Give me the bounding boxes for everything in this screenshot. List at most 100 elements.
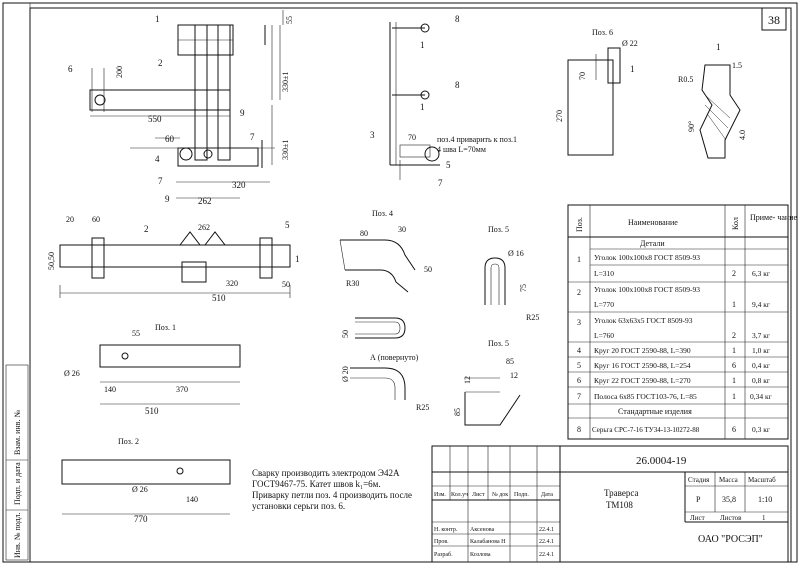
dim-510a: 510 — [212, 293, 226, 303]
dim-75: 75 — [519, 284, 528, 292]
spec-row1-len: L=310 — [594, 269, 614, 278]
chg-head-2: Кол.уч — [451, 492, 468, 498]
title-block — [431, 445, 789, 563]
spec-row4-pos: 4 — [577, 346, 581, 355]
dim-r25a: R25 — [416, 403, 429, 412]
side-view — [389, 22, 440, 180]
dim-d16: Ø 16 — [508, 249, 524, 258]
dim-12b: 12 — [510, 371, 518, 380]
spec-row5-note: 0,4 кг — [752, 361, 770, 370]
chg-head-3: Лист — [472, 492, 485, 498]
dim-70: 70 — [408, 133, 416, 142]
dim-1-5: 1.5 — [732, 61, 742, 70]
sheet-label: Лист — [690, 514, 705, 522]
sig-date-3: 22.4.1 — [539, 552, 554, 558]
dim-80: 80 — [360, 229, 368, 238]
sig-name-1: Аксенова — [470, 527, 494, 533]
spec-row8-qty: 6 — [732, 425, 736, 434]
value-scale: 1:10 — [758, 495, 772, 504]
callout-7c: 7 — [438, 178, 443, 188]
spec-head-qty: Кол — [731, 217, 740, 230]
spec-row7-pos: 7 — [577, 392, 581, 401]
note-line-1: Сварку производить электродом Э42А — [252, 468, 400, 478]
ubolt-view — [355, 317, 406, 339]
dim-d20: Ø 20 — [341, 366, 350, 382]
callout-4a: 4 — [155, 154, 160, 164]
plate-view — [567, 59, 614, 156]
dim-60b: 60 — [92, 215, 100, 224]
dim-370: 370 — [176, 385, 188, 394]
weld-note-1: поз.4 приварить к поз.1 — [437, 135, 517, 144]
dim-262a: 262 — [198, 196, 212, 206]
dim-70b: 70 — [578, 72, 587, 80]
spec-row1-qty: 2 — [732, 269, 736, 278]
dim-20: 20 — [66, 215, 74, 224]
chg-head-5: Подп. — [514, 492, 529, 498]
side-stamp-label-3: Инв. № подл. — [13, 512, 22, 558]
dim-330a: 330±1 — [281, 72, 290, 92]
spec-row8-note: 0,3 кг — [752, 425, 770, 434]
spec-row6-note: 0,8 кг — [752, 376, 770, 385]
spec-row2-name: Уголок 100х100х8 ГОСТ 8509-93 — [594, 285, 700, 294]
spec-row3-note: 3,7 кг — [752, 331, 770, 340]
bent-label: А (повернуто) — [370, 353, 419, 362]
bent-view — [350, 367, 406, 400]
callout-2b: 2 — [144, 224, 149, 234]
spec-row2-qty: 1 — [732, 300, 736, 309]
dim-140b: 140 — [186, 495, 198, 504]
dim-262b: 262 — [198, 223, 210, 232]
inner-frame — [29, 7, 792, 563]
sig-role-2: Пров. — [434, 539, 449, 545]
spec-row4-note: 1,0 кг — [752, 346, 770, 355]
head-stage: Стадия — [688, 476, 710, 484]
page-number-box — [761, 7, 787, 31]
spec-row8-name: Серьга СРС-7-16 ТУ34-13-10272-88 — [592, 426, 700, 434]
dim-5050: 50,50 — [47, 252, 56, 270]
spec-row7-note: 0,34 кг — [750, 392, 772, 401]
pos1-label: Поз. 1 — [155, 323, 176, 332]
spec-row8-pos: 8 — [577, 425, 581, 434]
value-stage: Р — [696, 495, 701, 504]
spec-row7-name: Полоса 6х85 ГОСТ103-76, L=85 — [594, 392, 697, 401]
spec-head-name: Наименование — [628, 218, 678, 227]
side-stamp: Взам. инв. № Подп. и дата Инв. № подл. — [5, 364, 29, 561]
callout-8b: 8 — [455, 80, 460, 90]
callout-7a: 7 — [250, 132, 255, 142]
dim-d26b: Ø 26 — [132, 485, 148, 494]
spec-row3-pos: 3 — [577, 318, 581, 327]
spec-row1-note: 6,3 кг — [752, 269, 770, 278]
pos1-view — [99, 344, 241, 405]
chg-head-4: № док — [492, 492, 508, 498]
sig-date-2: 22.4.1 — [539, 539, 554, 545]
dim-d22: Ø 22 — [622, 39, 638, 48]
spec-head-note: Приме- чание — [750, 213, 797, 222]
dim-200: 200 — [115, 66, 124, 78]
spec-row5-pos: 5 — [577, 361, 581, 370]
dim-50c: 50 — [424, 265, 432, 274]
angle-profile — [699, 64, 741, 159]
head-scale: Масштаб — [748, 476, 776, 484]
dim-55: 55 — [285, 16, 294, 24]
chg-head-1: Изм. — [434, 492, 446, 498]
dim-12a: 12 — [463, 376, 472, 384]
spec-table — [567, 204, 789, 440]
callout-5a: 5 — [446, 160, 451, 170]
pos6-rod — [595, 47, 621, 84]
dim-r25b: R25 — [526, 313, 539, 322]
callout-8a: 8 — [455, 14, 460, 24]
spec-row3-len: L=760 — [594, 331, 614, 340]
callout-1b: 1 — [420, 40, 425, 50]
sig-date-1: 22.4.1 — [539, 527, 554, 533]
pos4-view — [339, 239, 416, 293]
title-name-2: ТМ108 — [606, 500, 633, 510]
sig-name-2: Калабанова Н — [470, 538, 506, 545]
callout-5b: 5 — [285, 220, 290, 230]
note-line-2: ГОСТ9467-75. Катет швов k₁=6м. — [252, 479, 381, 489]
pos5b-label: Поз. 5 — [488, 339, 509, 348]
pos5b-view — [464, 377, 521, 426]
dim-270: 270 — [555, 110, 564, 122]
side-stamp-label-2: Подп. и дата — [13, 462, 22, 505]
pos5a-label: Поз. 5 — [488, 225, 509, 234]
